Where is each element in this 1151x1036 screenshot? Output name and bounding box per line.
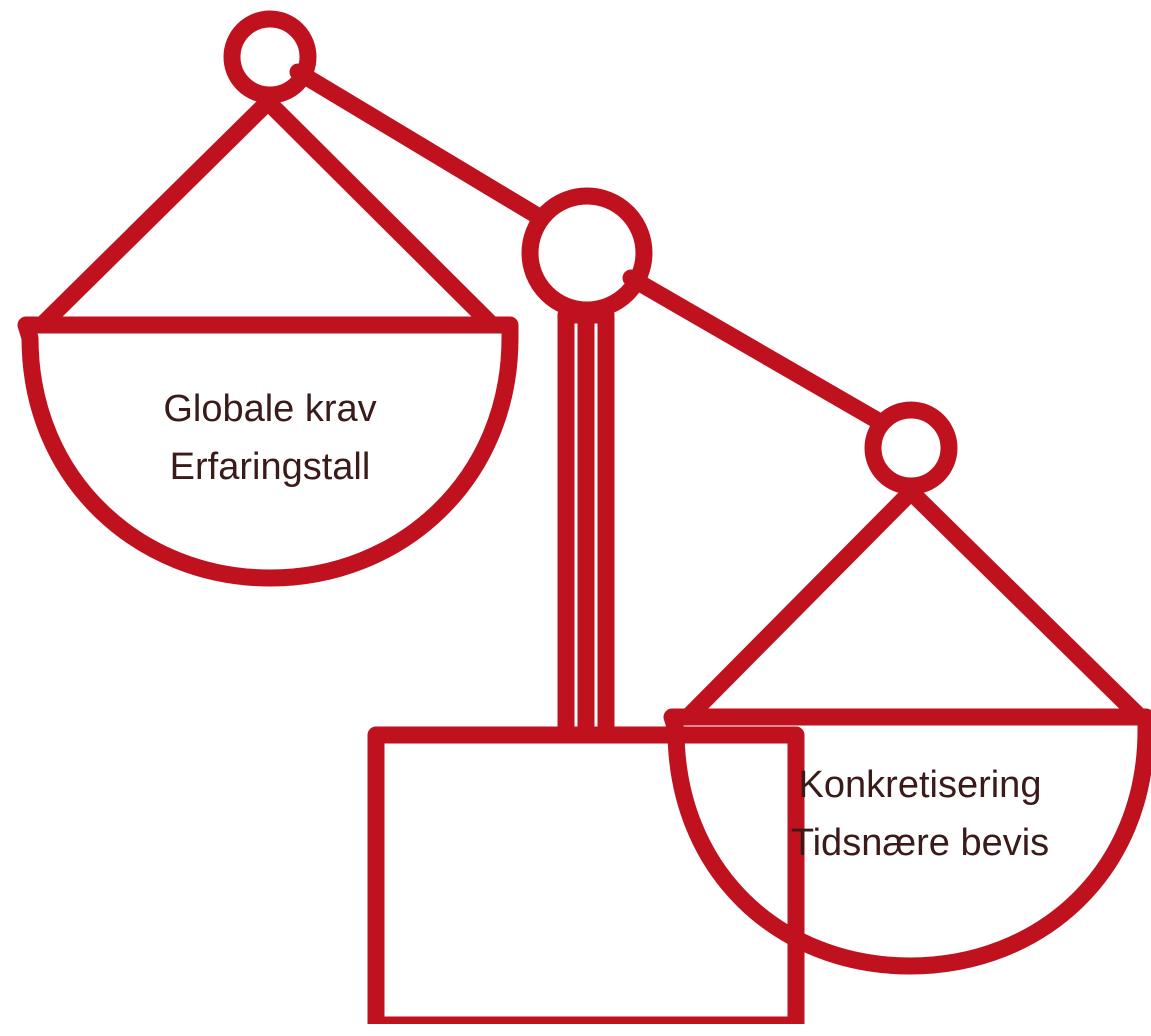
- left-pan-line-2: Erfaringstall: [169, 446, 371, 488]
- left-hanger-right: [259, 93, 501, 334]
- right-hanger-right: [902, 483, 1149, 726]
- pivot-circle: [521, 187, 653, 319]
- left-pan: [17, 316, 519, 587]
- left-pan-label: Globale krav Erfaringstall: [120, 380, 420, 496]
- beam: [289, 63, 550, 227]
- beam: [622, 269, 889, 431]
- right-pan-line-1: Konkretisering: [798, 764, 1042, 806]
- right-pan: [663, 708, 1151, 975]
- left-pan-line-1: Globale krav: [163, 388, 377, 430]
- right-pan-line-2: Tidsnære bevis: [790, 822, 1050, 864]
- right-ring: [864, 401, 958, 495]
- right-pan-label: Konkretisering Tidsnære bevis: [760, 756, 1080, 872]
- right-hanger-left: [679, 483, 920, 726]
- left-ring: [223, 10, 317, 104]
- left-hanger-left: [33, 93, 277, 334]
